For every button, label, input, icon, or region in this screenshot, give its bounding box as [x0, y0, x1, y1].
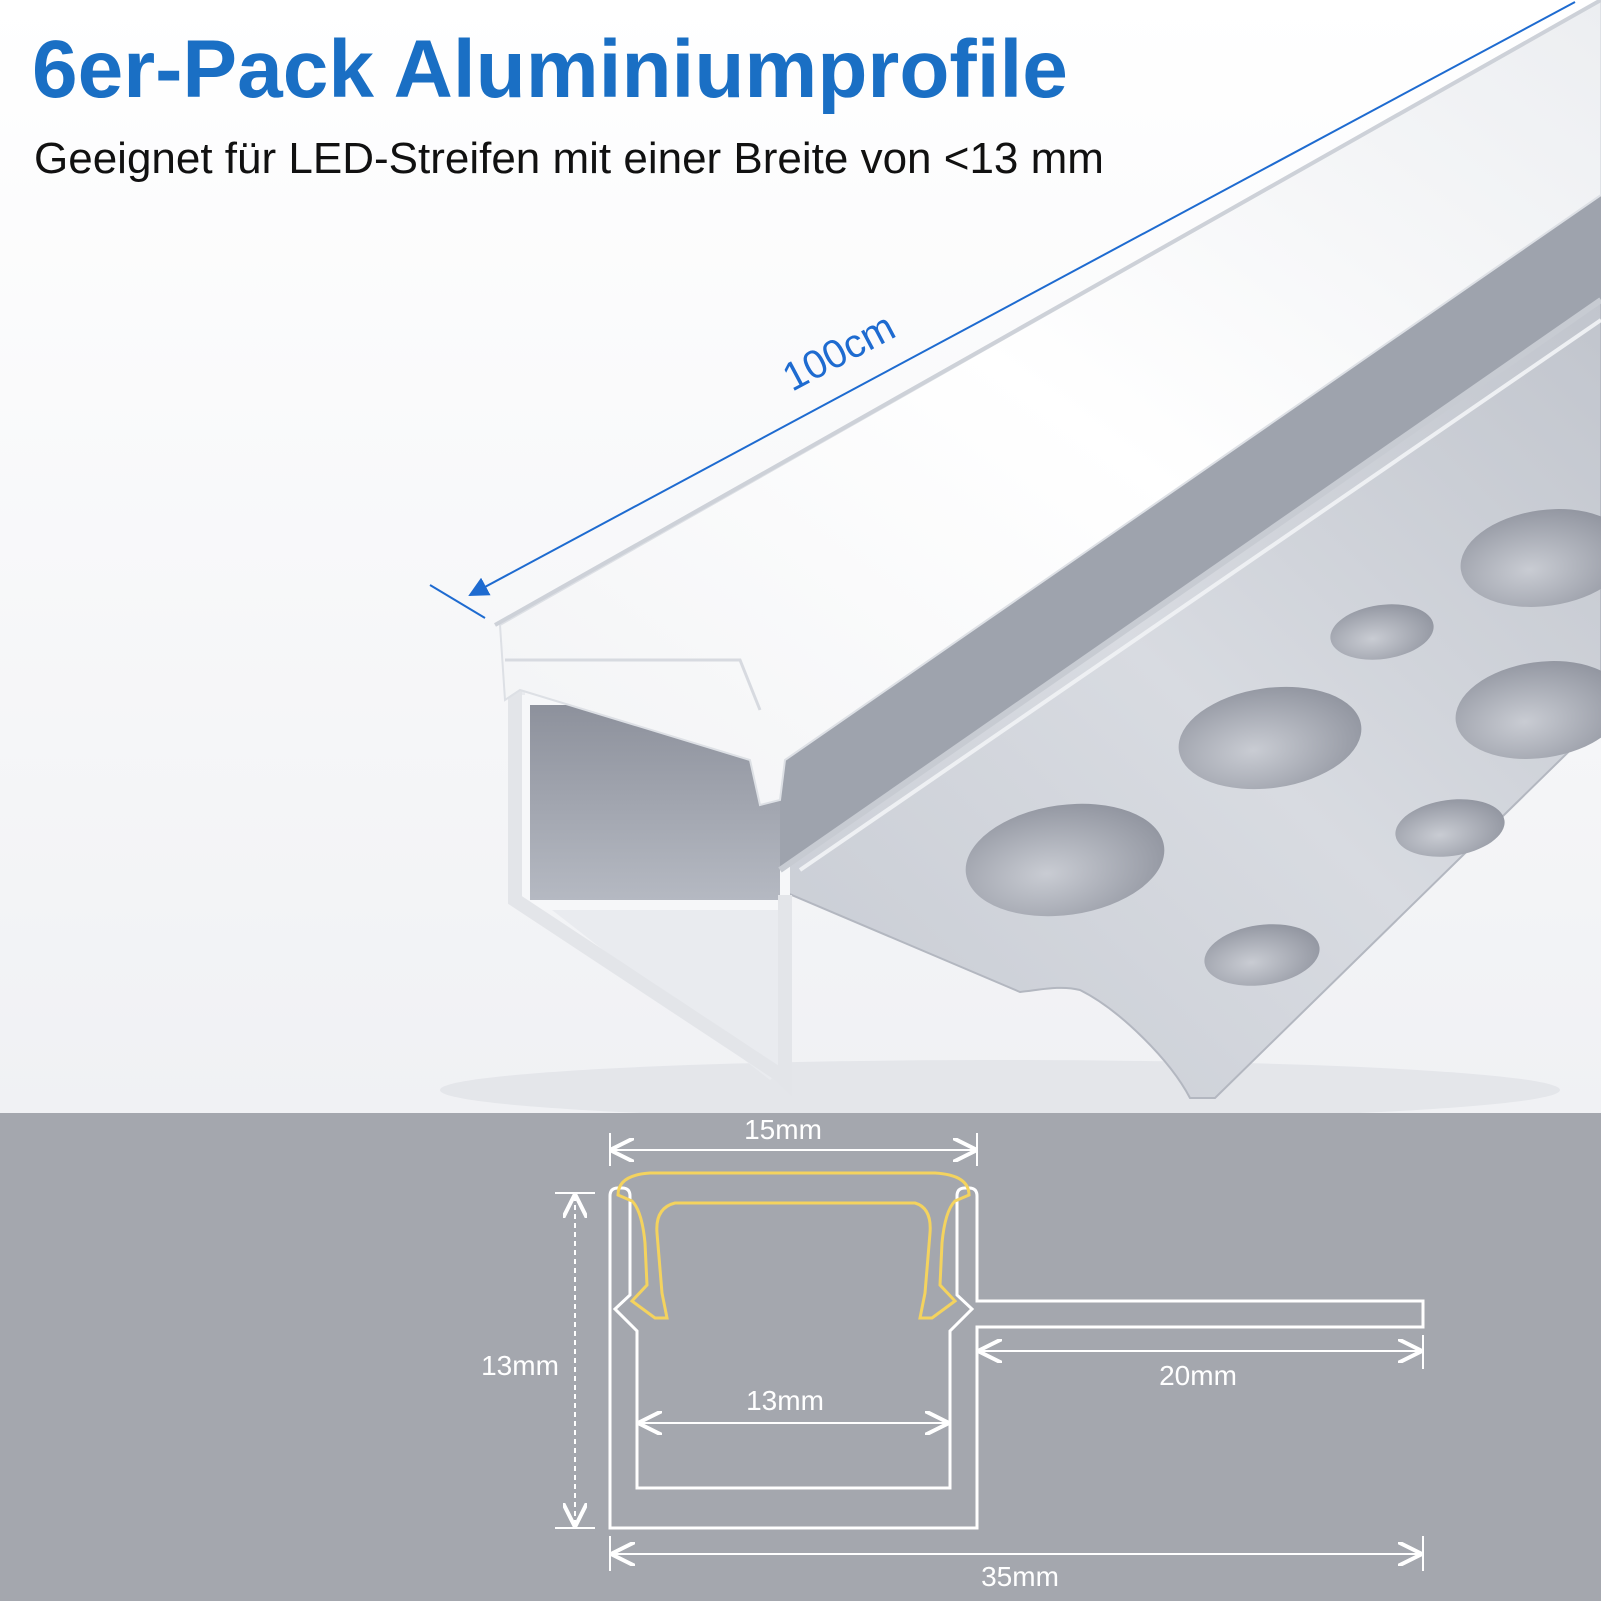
- inner-width-label: 13mm: [746, 1385, 824, 1416]
- page-subtitle: Geeignet für LED-Streifen mit einer Brei…: [34, 134, 1104, 183]
- flange-hole: [1460, 509, 1601, 607]
- height-label: 13mm: [481, 1350, 559, 1381]
- flange-hole: [1178, 686, 1362, 790]
- cross-section-diagram: 15mm 13mm 13mm 20mm 35mm: [481, 1114, 1425, 1592]
- flange-hole: [1330, 604, 1434, 660]
- diffuser-cover: [494, 0, 1601, 807]
- total-width-label: 35mm: [981, 1561, 1059, 1592]
- floor-shadow: [440, 1060, 1560, 1113]
- flange-hole: [1395, 799, 1505, 857]
- flange-hole: [1455, 661, 1601, 759]
- channel-side-wall: [780, 190, 1601, 870]
- flange-hole: [965, 803, 1165, 917]
- perforated-flange: [773, 298, 1601, 1099]
- profile-channel: [500, 190, 1601, 1097]
- profile-outline: [608, 1186, 1425, 1530]
- page-title: 6er-Pack Aluminiumprofile: [32, 24, 1068, 115]
- cross-section-panel: 15mm 13mm 13mm 20mm 35mm: [0, 1113, 1601, 1601]
- flange-hole: [1204, 924, 1320, 986]
- flange-holes: [965, 509, 1601, 986]
- diffuser-outline: [616, 1171, 971, 1320]
- cover-width-label: 15mm: [744, 1114, 822, 1145]
- aluminium-profile-illustration: 100cm: [0, 0, 1601, 1113]
- flange-width-label: 20mm: [1159, 1360, 1237, 1391]
